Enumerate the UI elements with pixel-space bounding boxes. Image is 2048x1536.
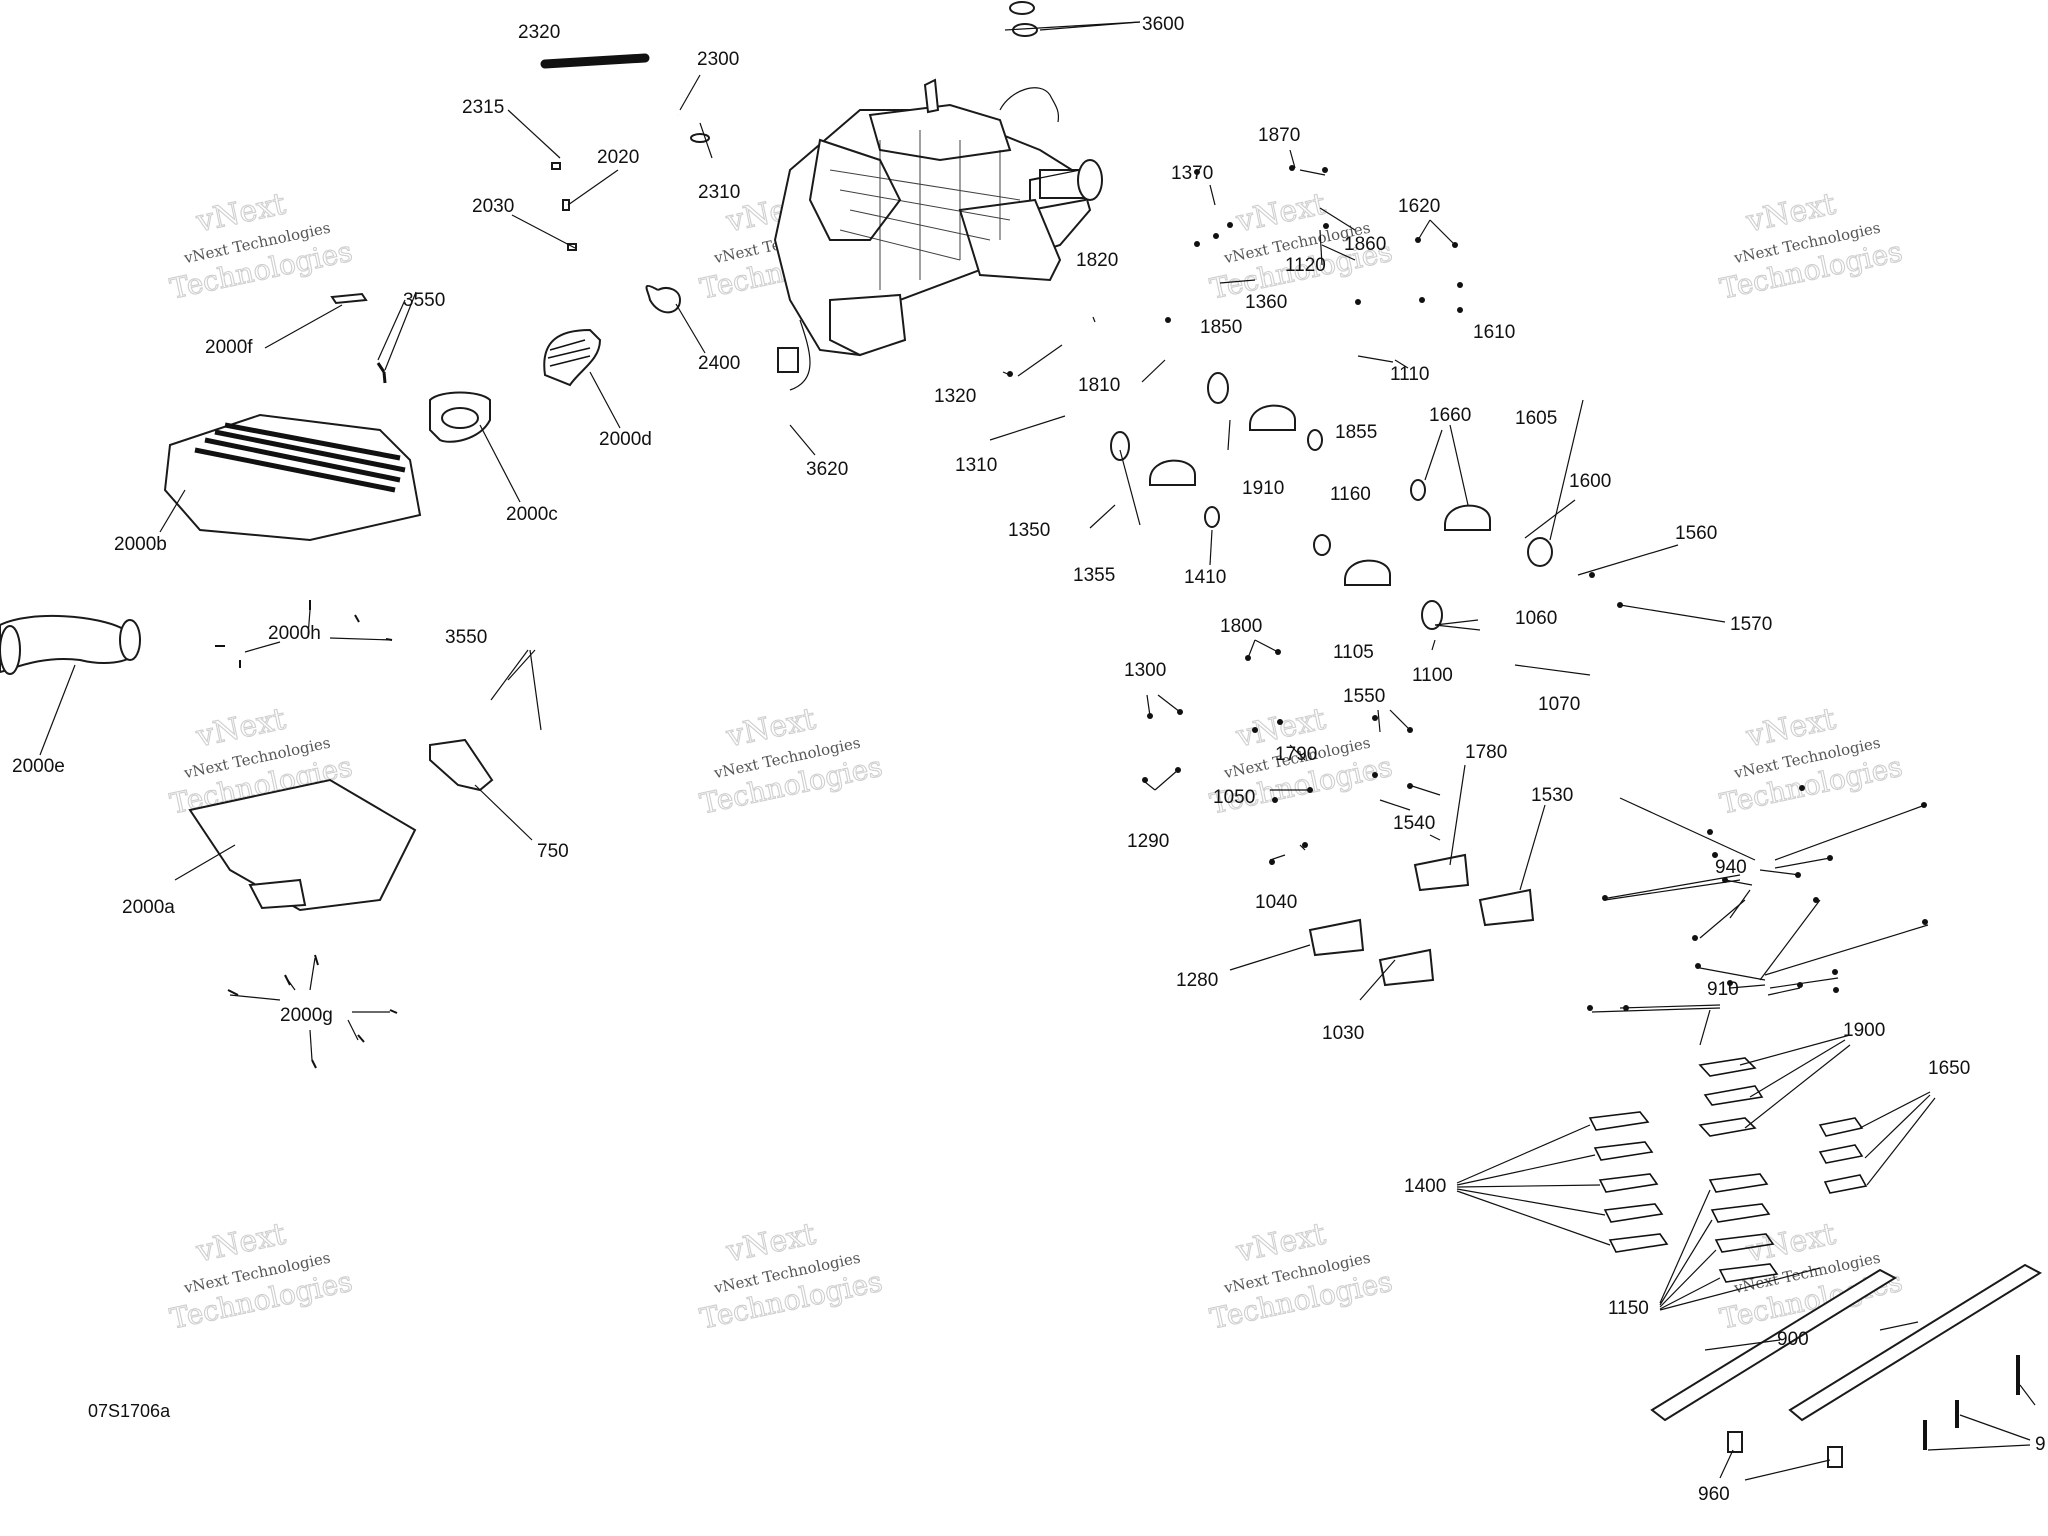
callout-label: 960 [1698, 1484, 1730, 1505]
callout-label: 2300 [697, 49, 739, 70]
callout-label: 1650 [1928, 1058, 1970, 1079]
rail-part [1788, 1263, 2043, 1422]
callout-label: 1790 [1275, 744, 1317, 765]
callout-label: 1370 [1171, 163, 1213, 184]
callout-label: 1280 [1176, 970, 1218, 991]
strip-part [330, 292, 368, 305]
callout-label: 1910 [1242, 478, 1284, 499]
loop-part [1012, 23, 1038, 37]
intake-hose-part [543, 328, 602, 387]
callout-label: 3600 [1142, 14, 1184, 35]
callout-label: 1820 [1076, 250, 1118, 271]
brackets-group [1588, 1057, 1868, 1283]
callout-label: 2000a [122, 897, 175, 918]
callout-label: 2315 [462, 97, 504, 118]
callout-label: 3620 [806, 459, 848, 480]
callout-label: 2320 [518, 22, 560, 43]
callout-label: 2000g [280, 1005, 333, 1026]
callout-label: 940 [1715, 857, 1747, 878]
hose-part [540, 53, 650, 69]
callout-label: 1310 [955, 455, 997, 476]
callout-label: 1855 [1335, 422, 1377, 443]
callout-label: 1060 [1515, 608, 1557, 629]
callout-label: 1860 [1344, 234, 1386, 255]
callout-label: 9 [2035, 1434, 2046, 1455]
callout-label: 2000d [599, 429, 652, 450]
callout-label: 1355 [1073, 565, 1115, 586]
callout-label: 1560 [1675, 523, 1717, 544]
callout-label: 1030 [1322, 1023, 1364, 1044]
callout-label: 1900 [1843, 1020, 1885, 1041]
duct-part [0, 614, 140, 674]
watermark-group: vNext vNext Technologies Technologies vN… [167, 186, 1906, 1336]
engine-assembly [773, 78, 1103, 391]
callout-label: 1610 [1473, 322, 1515, 343]
callout-label: 2000f [205, 337, 253, 358]
callout-label: 1620 [1398, 196, 1440, 217]
callout-label: 2000h [268, 623, 321, 644]
callout-label: 1410 [1184, 567, 1226, 588]
callout-label: 1110 [1390, 364, 1429, 385]
callout-label: 1800 [1220, 616, 1262, 637]
callout-labels: 2320 2300 2315 2310 2020 2030 3600 2400 … [12, 14, 2046, 1505]
callout-label: 1040 [1255, 892, 1297, 913]
callout-label: 1360 [1245, 292, 1287, 313]
callout-label: 1400 [1404, 1176, 1446, 1197]
callout-label: 2030 [472, 196, 514, 217]
airbox-base-part [188, 778, 417, 912]
callout-label: 1605 [1515, 408, 1557, 429]
callout-label: 1550 [1343, 686, 1385, 707]
callout-label: 1100 [1412, 665, 1453, 686]
callout-label: 1300 [1124, 660, 1166, 681]
callout-label: 1850 [1200, 317, 1242, 338]
callout-label: 1530 [1531, 785, 1573, 806]
callout-label: 3550 [445, 627, 487, 648]
callout-label: 1120 [1285, 255, 1326, 276]
loop-part [1009, 1, 1035, 15]
callout-label: 1070 [1538, 694, 1580, 715]
clamp-part [645, 284, 682, 314]
callout-label: 910 [1707, 979, 1739, 1000]
callout-label: 750 [537, 841, 569, 862]
callout-label: 1810 [1078, 375, 1120, 396]
callout-label: 1540 [1393, 813, 1435, 834]
callout-label: 1050 [1213, 787, 1255, 808]
callout-label: 2000b [114, 534, 167, 555]
bracket-part [429, 738, 494, 792]
callout-label: 1105 [1333, 642, 1374, 663]
clip-part [1827, 1446, 1843, 1468]
callout-label: 1570 [1730, 614, 1772, 635]
callout-label: 1660 [1429, 405, 1471, 426]
callout-label: 2400 [698, 353, 740, 374]
callout-label: 1350 [1008, 520, 1050, 541]
callout-label: 1150 [1608, 1298, 1649, 1319]
callout-label: 3550 [403, 290, 445, 311]
callout-label: 900 [1777, 1329, 1809, 1350]
rail-part [1650, 1268, 1898, 1422]
callout-label: 2310 [698, 182, 740, 203]
callout-label: 1160 [1330, 484, 1371, 505]
clip-part [1727, 1431, 1743, 1453]
mounts-group [1110, 372, 1553, 987]
callout-label: 1290 [1127, 831, 1169, 852]
callout-label: 1600 [1569, 471, 1611, 492]
callout-label: 1780 [1465, 742, 1507, 763]
parts-group [0, 1, 2043, 1468]
clip-part [551, 162, 561, 170]
callout-label: 2000c [506, 504, 558, 525]
callout-label: 1870 [1258, 125, 1300, 146]
leader-lines [39, 21, 2036, 1481]
drawing-code: 07S1706a [88, 1401, 171, 1421]
callout-label: 1320 [934, 386, 976, 407]
callout-label: 2000e [12, 756, 65, 777]
callout-label: 2020 [597, 147, 639, 168]
